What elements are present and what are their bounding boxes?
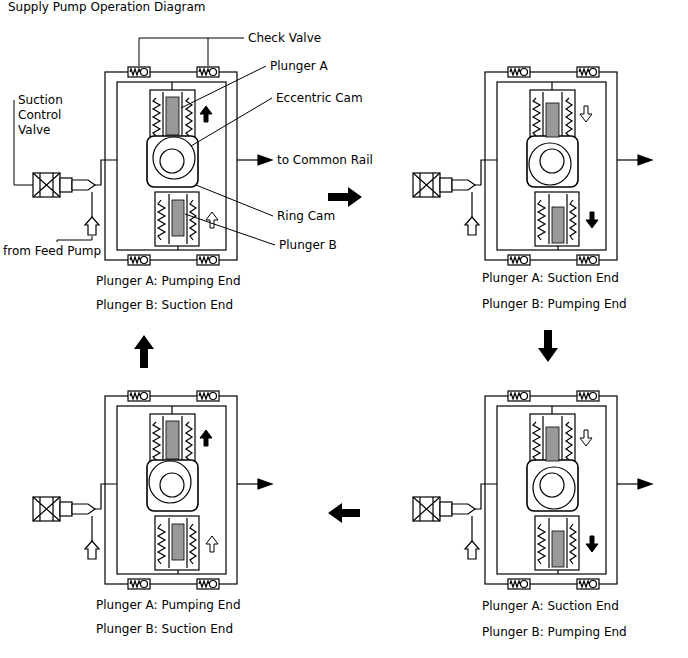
stage-caption: Plunger B: Pumping End xyxy=(482,625,627,640)
part-label: Ring Cam xyxy=(277,209,335,224)
diagram-title: Supply Pump Operation Diagram xyxy=(8,0,206,15)
sequence-arrow xyxy=(134,335,154,368)
part-label: Plunger A xyxy=(270,59,328,74)
stage-panel: Plunger A: Suction EndPlunger B: Pumping… xyxy=(360,362,660,650)
part-label: to Common Rail xyxy=(277,153,373,168)
part-label: Eccentric Cam xyxy=(276,91,363,106)
part-label: from Feed Pump xyxy=(3,244,101,259)
stage-caption: Plunger B: Suction End xyxy=(96,298,233,313)
leader-lines xyxy=(14,38,275,245)
stage-caption: Plunger A: Suction End xyxy=(482,599,619,614)
part-label: Suction Control Valve xyxy=(18,93,74,138)
stage-caption: Plunger A: Pumping End xyxy=(96,274,241,289)
sequence-arrow xyxy=(328,187,362,207)
stage-panel: Plunger A: Suction EndPlunger B: Pumping… xyxy=(362,28,660,330)
sequence-arrow xyxy=(538,330,558,362)
sequence-arrow xyxy=(328,503,360,523)
stage-caption: Plunger B: Suction End xyxy=(96,622,233,637)
stage-panel: Plunger A: Pumping EndPlunger B: Suction… xyxy=(90,368,328,650)
stage-caption: Plunger B: Pumping End xyxy=(482,297,627,312)
stage-caption: Plunger A: Pumping End xyxy=(96,598,241,613)
part-label: Plunger B xyxy=(279,238,337,253)
part-label: Check Valve xyxy=(248,31,321,46)
stage-caption: Plunger A: Suction End xyxy=(482,271,619,286)
stage-panel: Plunger A: Pumping EndPlunger B: Suction… xyxy=(90,28,328,335)
